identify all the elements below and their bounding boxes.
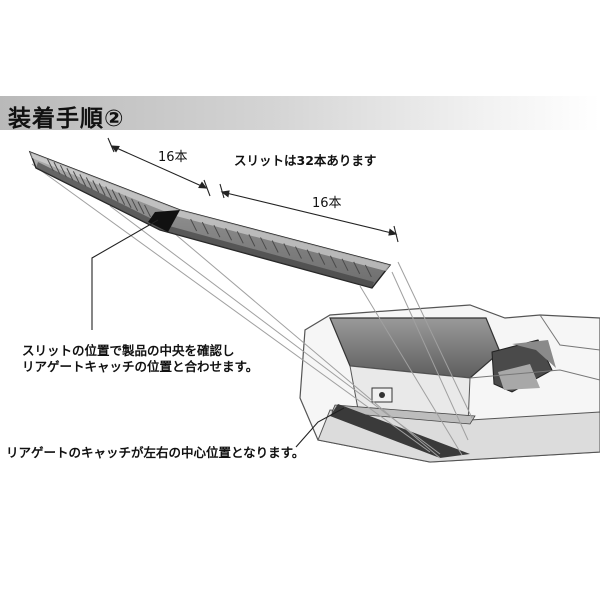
slit-mark — [59, 164, 67, 178]
slit-mark — [271, 240, 279, 253]
slit-mark — [131, 198, 139, 212]
slit-mark — [124, 195, 132, 208]
slit-count-right: 16本 — [312, 196, 342, 211]
callout-leaders — [91, 219, 345, 448]
slit-mark — [137, 201, 145, 215]
slit-count-left: 16本 — [158, 150, 188, 165]
slit-mark — [329, 255, 337, 268]
slit-mark — [295, 246, 302, 259]
slit-mark — [306, 249, 314, 262]
scuff-plate — [28, 150, 392, 289]
slit-mark — [283, 243, 291, 256]
page-title: 装着手順② — [8, 106, 125, 132]
slit-mark — [260, 237, 267, 250]
slit-mark — [225, 228, 233, 241]
alignment-guide-lines — [31, 163, 473, 459]
slit-mark — [341, 258, 349, 272]
dimension-right — [219, 183, 399, 243]
car-rear-illustration — [299, 304, 600, 463]
slit-mark — [105, 186, 113, 199]
slit-marks — [47, 158, 372, 278]
instruction-line-1: スリットの位置で製品の中央を確認し — [22, 343, 235, 358]
slit-mark — [47, 158, 54, 172]
dimension-left — [107, 137, 211, 197]
slit-mark — [364, 264, 372, 278]
slit-mark — [66, 168, 74, 181]
slit-mark — [85, 177, 93, 190]
slit-mark — [353, 261, 361, 275]
slit-mark — [190, 218, 198, 232]
slit-mark — [236, 231, 244, 244]
instruction-line-2: リアゲートキャッチの位置と合わせます。 — [22, 359, 259, 374]
slit-mark — [144, 204, 151, 218]
slit-mark — [213, 224, 221, 238]
slit-mark — [201, 221, 209, 235]
slit-mark — [248, 234, 256, 247]
slit-mark — [118, 192, 126, 205]
slit-mark — [92, 180, 100, 193]
slit-mark — [79, 174, 87, 187]
slit-mark — [98, 183, 106, 196]
slit-mark — [111, 189, 119, 202]
slit-mark — [72, 171, 80, 184]
catch-position-note: リアゲートのキャッチが左右の中心位置となります。 — [6, 445, 305, 460]
slit-mark — [53, 161, 61, 175]
title-band — [0, 96, 600, 130]
total-slits-note: スリットは32本あります — [234, 153, 377, 168]
slit-mark — [318, 252, 326, 265]
